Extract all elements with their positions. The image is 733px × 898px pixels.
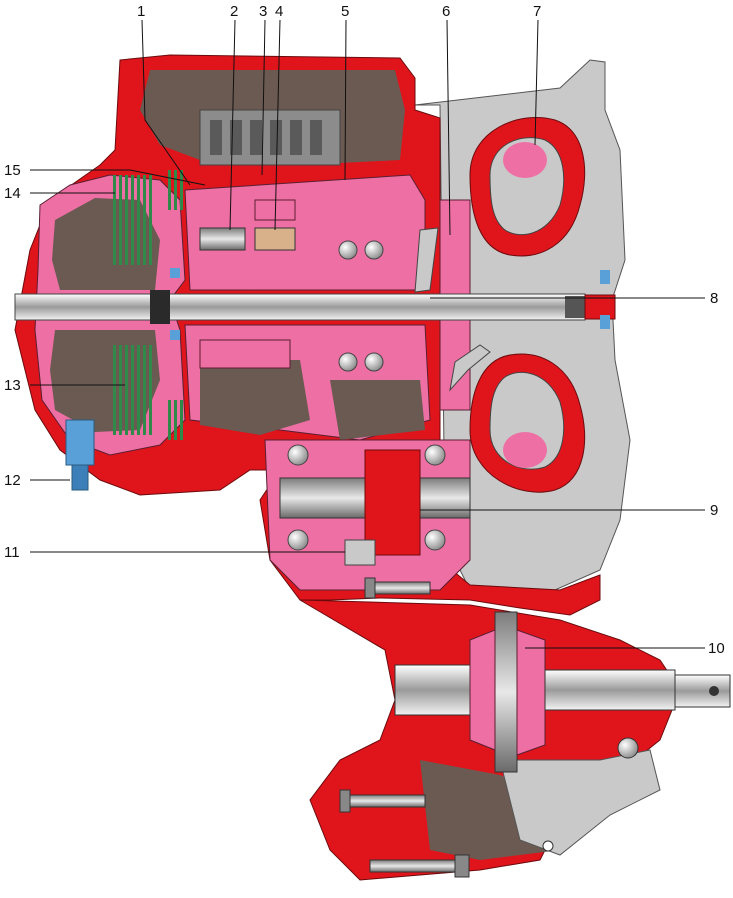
leader-7 <box>534 19 539 146</box>
callout-9: 9 <box>710 502 718 519</box>
bearing-ball <box>338 240 358 260</box>
callout-labels: 1 2 3 4 5 6 7 8 9 10 11 12 13 14 15 <box>4 3 725 657</box>
valve-body-slots <box>210 120 322 155</box>
planetary-gears <box>199 199 296 369</box>
bolt-head <box>339 789 351 813</box>
bolt <box>369 859 461 873</box>
callout-11: 11 <box>4 544 20 561</box>
output-flange-hole <box>709 686 719 696</box>
seal <box>170 330 180 340</box>
stator-blade-upper <box>414 227 439 293</box>
lower-dark-cavity-right <box>330 380 425 440</box>
callout-2: 2 <box>230 3 238 20</box>
torque-converter <box>414 116 586 493</box>
gear-2 <box>199 227 246 251</box>
seal <box>170 268 180 278</box>
gear-4 <box>254 227 296 251</box>
bolt <box>344 794 426 808</box>
side-gear-left <box>469 629 496 751</box>
bearing-ball <box>287 529 309 551</box>
callout-5: 5 <box>341 3 349 20</box>
leader-4 <box>274 19 281 231</box>
callout-6: 6 <box>442 3 450 20</box>
differential <box>394 611 731 852</box>
callout-14: 14 <box>4 185 21 202</box>
breather-cap <box>617 737 639 759</box>
bolt <box>369 581 431 595</box>
converter-lower-core <box>503 432 547 468</box>
bearing-ball <box>424 444 446 466</box>
leader-5 <box>344 19 347 181</box>
bearing-ball <box>364 240 384 260</box>
sensor-tip <box>71 464 89 491</box>
bolt-head <box>454 854 470 878</box>
leader-3 <box>261 19 266 176</box>
leader-lines <box>30 19 705 649</box>
input-shaft <box>14 290 616 324</box>
leader-2 <box>229 19 236 231</box>
shaft-spline-right <box>565 296 587 318</box>
callout-10: 10 <box>708 640 725 657</box>
converter-upper-core <box>503 142 547 178</box>
side-gear-right <box>516 629 546 756</box>
differential-cross-shaft <box>494 611 518 773</box>
callout-12: 12 <box>4 472 21 489</box>
leader-1 <box>141 19 191 186</box>
shaft-end-left <box>150 290 170 324</box>
upper-clutch-plates <box>113 170 183 265</box>
mount-hole <box>542 840 554 852</box>
callout-1: 1 <box>137 3 145 20</box>
seal <box>600 270 610 284</box>
stator-blade-lower <box>449 344 491 392</box>
gear-lower <box>199 339 291 369</box>
right-output-shaft <box>544 669 676 711</box>
intermediate-shaft <box>279 449 471 566</box>
differential-grey-case <box>499 749 661 856</box>
leader-6 <box>446 19 451 236</box>
lower-dark-cavity <box>200 360 310 435</box>
sensor-body <box>65 419 95 466</box>
right-output-flange <box>674 674 731 708</box>
clutch-packs <box>113 170 183 440</box>
bearing-ball <box>364 352 384 372</box>
callout-7: 7 <box>533 3 541 20</box>
seal <box>600 315 610 329</box>
seals <box>170 268 610 340</box>
callout-8: 8 <box>710 290 718 307</box>
bearing-ball <box>287 444 309 466</box>
callout-15: 15 <box>4 162 21 179</box>
bearing-ball <box>424 529 446 551</box>
lower-clutch-plates <box>113 345 183 440</box>
bolt-head <box>364 577 376 599</box>
callout-13: 13 <box>4 377 21 394</box>
bearing-ball <box>338 352 358 372</box>
callout-4: 4 <box>275 3 283 20</box>
callout-3: 3 <box>259 3 267 20</box>
intermediate-gear <box>364 449 421 556</box>
ball-bearings <box>287 240 446 551</box>
bolts <box>65 419 470 878</box>
leader-15 <box>30 169 206 186</box>
output-pinion <box>344 539 376 566</box>
